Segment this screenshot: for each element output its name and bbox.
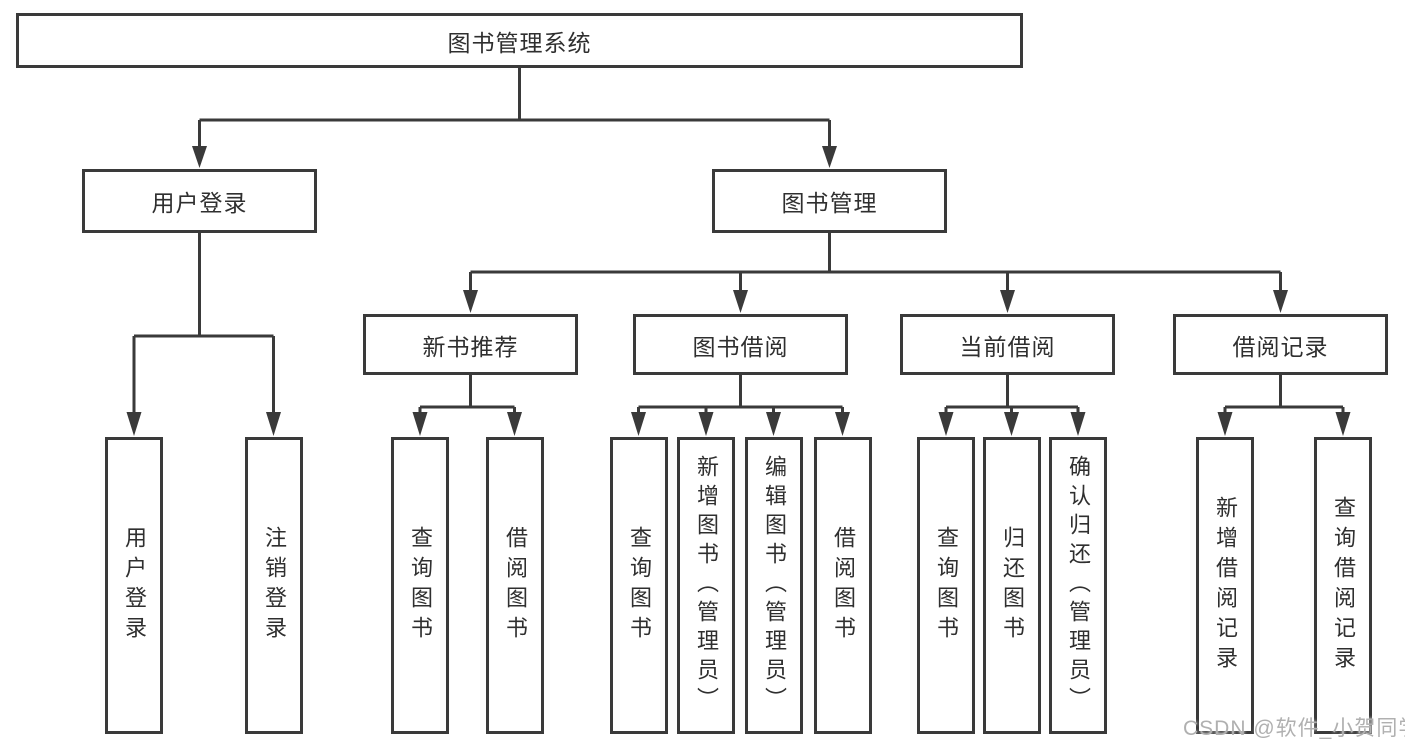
leaf-logout: 注销登录 xyxy=(245,437,303,734)
leaf-borrow-query-books: 查询图书 xyxy=(610,437,668,734)
leaf-borrow-borrow-books: 借阅图书 xyxy=(814,437,872,734)
leaf-current-query-books: 查询图书 xyxy=(917,437,975,734)
node-user-login: 用户登录 xyxy=(82,169,317,233)
leaf-borrow-add-books-admin: 新增图书（管理员） xyxy=(677,437,735,734)
node-book-borrow: 图书借阅 xyxy=(633,314,848,375)
leaf-newbook-query-books: 查询图书 xyxy=(391,437,449,734)
node-current-borrow: 当前借阅 xyxy=(900,314,1115,375)
leaf-newbook-borrow-books: 借阅图书 xyxy=(486,437,544,734)
arrowhead-group xyxy=(126,146,1351,436)
leaf-current-confirm-return-admin: 确认归还（管理员） xyxy=(1049,437,1107,734)
node-new-book-recommend: 新书推荐 xyxy=(363,314,578,375)
leaf-current-return-books: 归还图书 xyxy=(983,437,1041,734)
leaf-user-login: 用户登录 xyxy=(105,437,163,734)
csdn-watermark: CSDN @软件_小贺同学 xyxy=(1183,717,1405,740)
leaf-record-add-borrow-record: 新增借阅记录 xyxy=(1196,437,1254,734)
node-book-management: 图书管理 xyxy=(712,169,947,233)
leaf-borrow-edit-books-admin: 编辑图书（管理员） xyxy=(745,437,803,734)
node-borrow-records: 借阅记录 xyxy=(1173,314,1388,375)
node-root-library-system: 图书管理系统 xyxy=(16,13,1023,68)
leaf-record-query-borrow-record: 查询借阅记录 xyxy=(1314,437,1372,734)
